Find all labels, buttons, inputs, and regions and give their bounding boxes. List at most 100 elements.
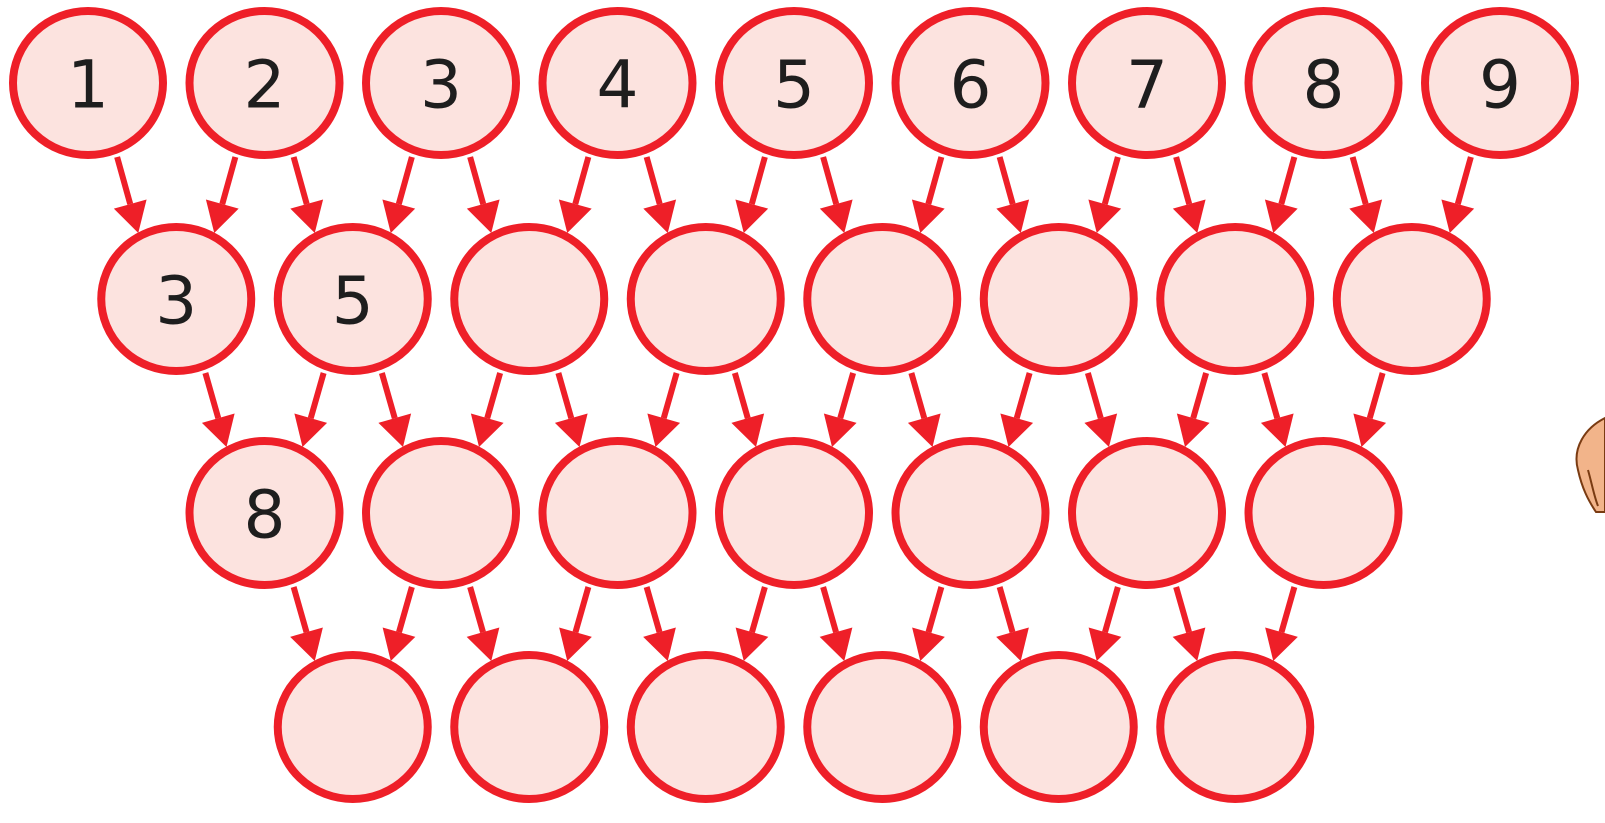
node-label: 3 bbox=[155, 263, 197, 340]
node-r1-4 bbox=[807, 227, 957, 371]
node-circle bbox=[454, 655, 604, 799]
node-r0-6: 7 bbox=[1072, 11, 1222, 155]
node-r2-5 bbox=[1072, 441, 1222, 585]
arrow-r2-n3-to-r3-n2 bbox=[736, 587, 769, 661]
node-r0-1: 2 bbox=[190, 11, 340, 155]
node-label: 4 bbox=[597, 47, 639, 124]
arrow-r1-n5-to-r2-n5 bbox=[1084, 373, 1117, 447]
node-r3-3 bbox=[807, 655, 957, 799]
node-r1-2 bbox=[454, 227, 604, 371]
node-r0-5: 6 bbox=[896, 11, 1046, 155]
arrow-r0-n2-to-r1-n2 bbox=[467, 157, 500, 233]
node-circle bbox=[807, 655, 957, 799]
node-r0-3: 4 bbox=[543, 11, 693, 155]
arrow-r0-n0-to-r1-n0 bbox=[114, 157, 147, 233]
arrow-r2-n2-to-r3-n2 bbox=[643, 587, 676, 661]
arrow-r0-n4-to-r1-n3 bbox=[735, 157, 768, 233]
arrow-r1-n4-to-r2-n3 bbox=[824, 373, 857, 447]
node-r3-5 bbox=[1160, 655, 1310, 799]
arrow-r2-n1-to-r3-n0 bbox=[383, 587, 416, 661]
arrow-r0-n3-to-r1-n2 bbox=[559, 157, 592, 233]
arrow-r1-n2-to-r2-n2 bbox=[555, 373, 588, 447]
arrow-r2-n5-to-r3-n5 bbox=[1173, 587, 1206, 661]
node-r3-2 bbox=[631, 655, 781, 799]
node-circle bbox=[807, 227, 957, 371]
arrow-r0-n5-to-r1-n4 bbox=[912, 157, 945, 233]
node-label: 2 bbox=[244, 47, 286, 124]
arrow-r0-n1-to-r1-n1 bbox=[290, 157, 323, 233]
node-r0-7: 8 bbox=[1249, 11, 1399, 155]
node-label: 8 bbox=[1303, 47, 1345, 124]
arrow-r2-n4-to-r3-n4 bbox=[996, 587, 1029, 661]
node-r3-0 bbox=[278, 655, 428, 799]
arrow-r2-n1-to-r3-n1 bbox=[467, 587, 500, 661]
node-r2-6 bbox=[1249, 441, 1399, 585]
arrow-r1-n6-to-r2-n6 bbox=[1261, 373, 1294, 447]
arrow-r0-n2-to-r1-n1 bbox=[382, 157, 415, 233]
arrow-r1-n5-to-r2-n4 bbox=[1000, 373, 1033, 447]
node-label: 3 bbox=[420, 47, 462, 124]
arrow-r2-n0-to-r3-n0 bbox=[290, 587, 323, 661]
node-circle bbox=[454, 227, 604, 371]
node-r1-6 bbox=[1160, 227, 1310, 371]
arrow-r2-n3-to-r3-n3 bbox=[820, 587, 853, 661]
node-circle bbox=[1337, 227, 1487, 371]
node-r2-3 bbox=[719, 441, 869, 585]
node-r1-0: 3 bbox=[101, 227, 251, 371]
arrow-r2-n6-to-r3-n5 bbox=[1265, 587, 1298, 661]
node-circle bbox=[1072, 441, 1222, 585]
node-label: 9 bbox=[1479, 47, 1521, 124]
arrow-r0-n8-to-r1-n7 bbox=[1441, 157, 1474, 233]
node-r0-4: 5 bbox=[719, 11, 869, 155]
arrow-r0-n5-to-r1-n5 bbox=[996, 157, 1029, 233]
node-r0-0: 1 bbox=[13, 11, 163, 155]
node-label: 5 bbox=[332, 263, 374, 340]
node-r1-3 bbox=[631, 227, 781, 371]
node-r0-8: 9 bbox=[1425, 11, 1575, 155]
node-circle bbox=[984, 655, 1134, 799]
node-r2-1 bbox=[366, 441, 516, 585]
arrow-r1-n3-to-r2-n3 bbox=[731, 373, 764, 447]
node-r2-4 bbox=[896, 441, 1046, 585]
node-r2-0: 8 bbox=[190, 441, 340, 585]
hand-icon bbox=[1577, 418, 1605, 512]
node-r1-7 bbox=[1337, 227, 1487, 371]
arrow-r0-n6-to-r1-n5 bbox=[1088, 157, 1121, 233]
nodes-layer: 1 2 3 4 5 6 7 8 9 3 5 8 bbox=[13, 11, 1575, 799]
arrow-r1-n2-to-r2-n1 bbox=[471, 373, 504, 447]
node-circle bbox=[278, 655, 428, 799]
node-label: 1 bbox=[67, 47, 109, 124]
node-r3-4 bbox=[984, 655, 1134, 799]
node-circle bbox=[1160, 655, 1310, 799]
node-circle bbox=[543, 441, 693, 585]
node-circle bbox=[366, 441, 516, 585]
arrow-r0-n1-to-r1-n0 bbox=[206, 157, 239, 233]
arrow-r0-n4-to-r1-n4 bbox=[820, 157, 853, 233]
arrow-r2-n5-to-r3-n4 bbox=[1089, 587, 1122, 661]
arrow-r0-n3-to-r1-n3 bbox=[643, 157, 676, 233]
node-label: 5 bbox=[773, 47, 815, 124]
arrow-r1-n0-to-r2-n0 bbox=[202, 373, 235, 447]
node-circle bbox=[896, 441, 1046, 585]
node-r0-2: 3 bbox=[366, 11, 516, 155]
arrow-r0-n7-to-r1-n6 bbox=[1265, 157, 1298, 233]
node-r3-1 bbox=[454, 655, 604, 799]
node-circle bbox=[719, 441, 869, 585]
arrow-r1-n6-to-r2-n5 bbox=[1177, 373, 1210, 447]
node-r1-1: 5 bbox=[278, 227, 428, 371]
arrow-r1-n7-to-r2-n6 bbox=[1353, 373, 1386, 447]
arrow-r1-n1-to-r2-n1 bbox=[378, 373, 411, 447]
node-label: 8 bbox=[244, 477, 286, 554]
node-label: 7 bbox=[1126, 47, 1168, 124]
node-circle bbox=[631, 227, 781, 371]
arrow-r1-n4-to-r2-n4 bbox=[908, 373, 941, 447]
node-circle bbox=[984, 227, 1134, 371]
node-circle bbox=[1249, 441, 1399, 585]
arrow-r0-n7-to-r1-n7 bbox=[1349, 157, 1382, 233]
arrow-r1-n1-to-r2-n0 bbox=[294, 373, 327, 447]
arrow-r2-n2-to-r3-n1 bbox=[559, 587, 592, 661]
node-circle bbox=[1160, 227, 1310, 371]
arrow-r2-n4-to-r3-n3 bbox=[912, 587, 945, 661]
node-circle bbox=[631, 655, 781, 799]
